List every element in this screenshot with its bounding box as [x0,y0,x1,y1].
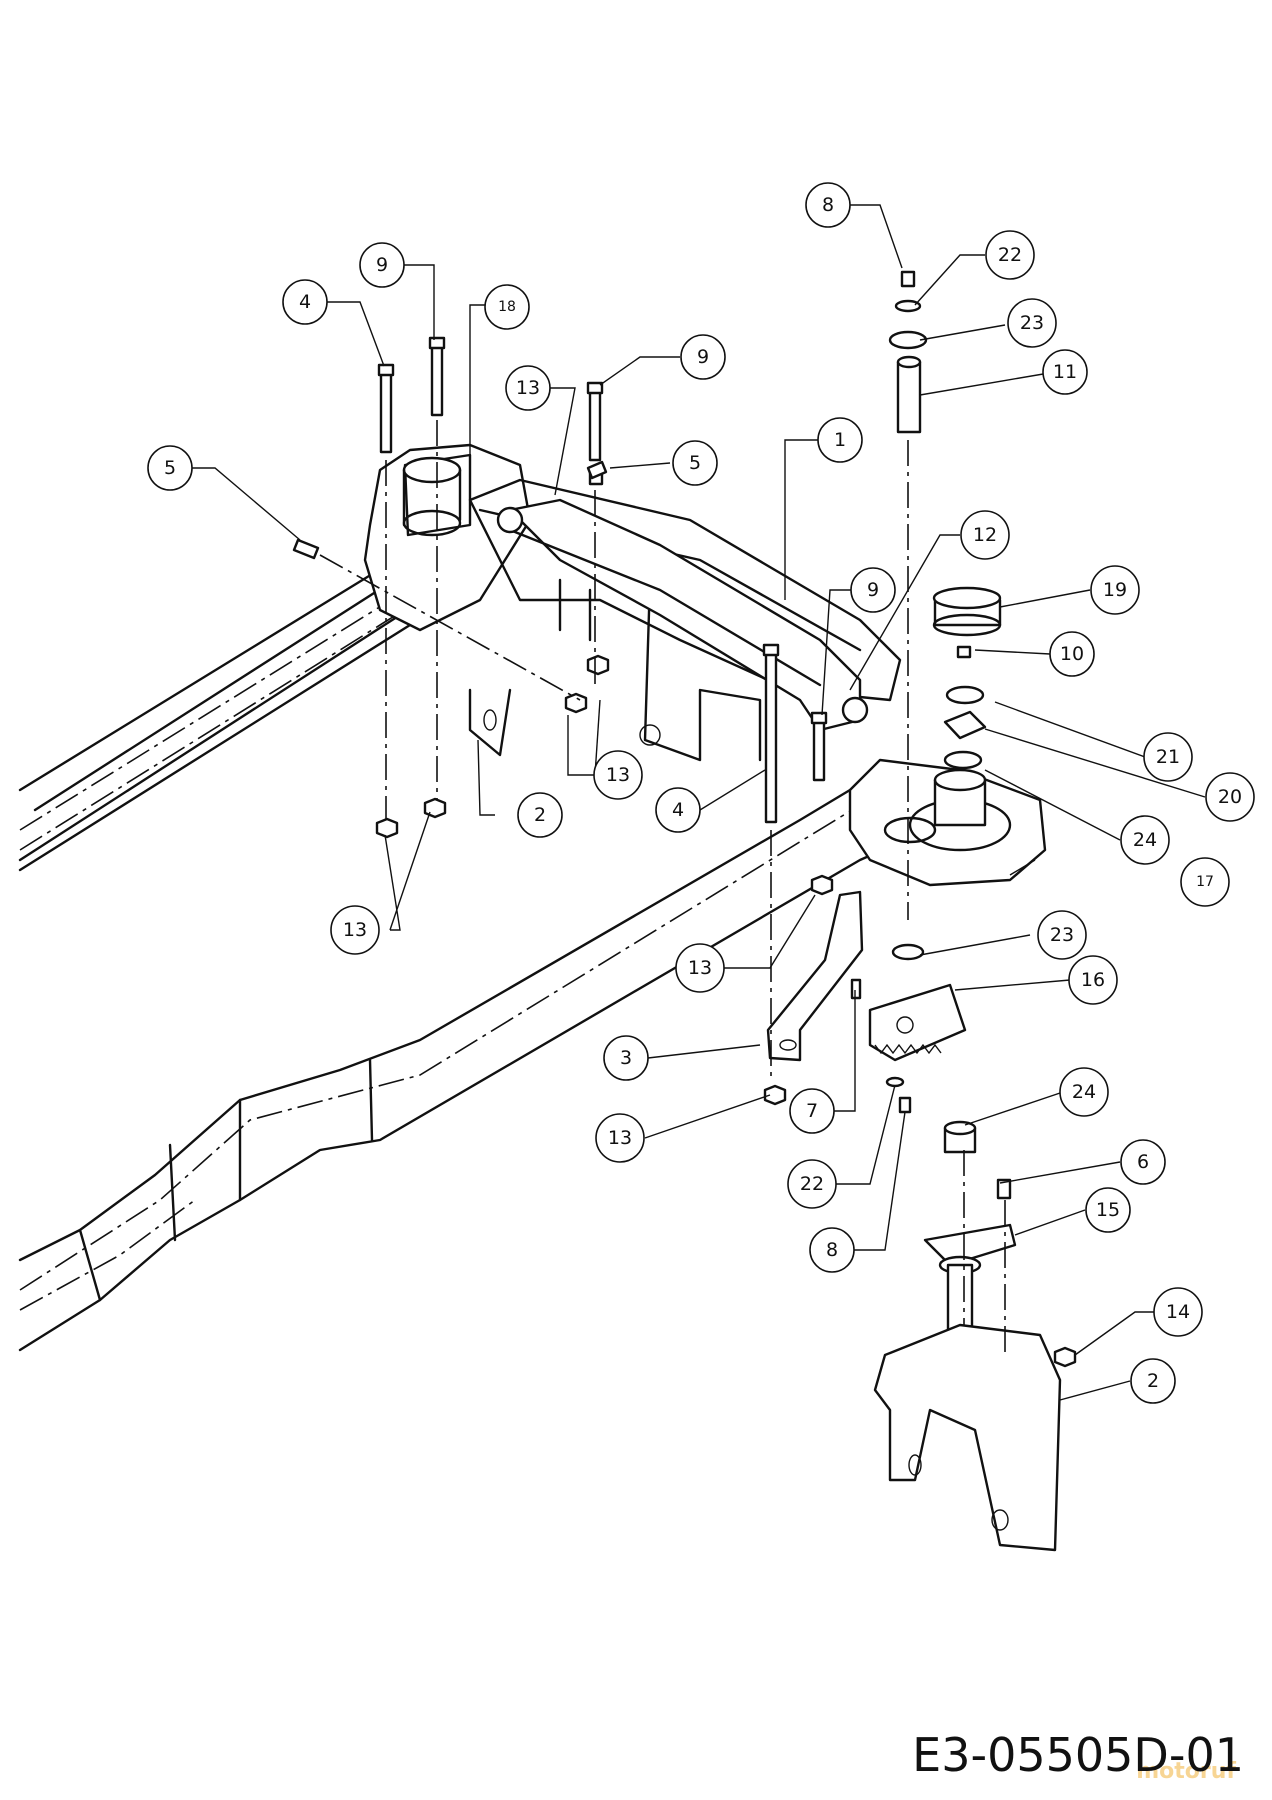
svg-text:4: 4 [672,799,684,821]
svg-text:13: 13 [516,377,540,399]
svg-text:17: 17 [1196,874,1214,890]
svg-text:3: 3 [620,1047,632,1069]
svg-text:2: 2 [1147,1370,1159,1392]
svg-text:16: 16 [1081,969,1105,991]
callout-bubble: 15 [1085,1187,1131,1233]
cross-beam [496,498,869,732]
svg-text:11: 11 [1053,361,1077,383]
callout-bubble: 6 [1120,1139,1166,1185]
svg-text:7: 7 [806,1100,818,1122]
svg-text:20: 20 [1218,786,1242,808]
callout-bubble: 24 [1059,1067,1109,1117]
svg-text:1: 1 [834,429,846,451]
svg-text:9: 9 [697,346,709,368]
callout-bubble: 3 [603,1035,649,1081]
callout-bubble: 13 [595,1113,645,1163]
svg-text:13: 13 [688,957,712,979]
svg-text:13: 13 [608,1127,632,1149]
svg-text:18: 18 [498,299,516,315]
callout-bubble: 9 [359,242,405,288]
callout-bubble: 22 [787,1159,837,1209]
svg-text:24: 24 [1133,829,1157,851]
callout-bubble: 13 [675,943,725,993]
callout-bubble: 2 [1130,1358,1176,1404]
callout-bubble: 7 [789,1088,835,1134]
callout-bubble: 14 [1153,1287,1203,1337]
callout-bubble: 5 [147,445,193,491]
svg-text:22: 22 [998,244,1022,266]
svg-text:13: 13 [606,764,630,786]
callout-bubble: 16 [1068,955,1118,1005]
callout-bubble: 1 [817,417,863,463]
lower-assembly [868,943,1062,1552]
svg-text:23: 23 [1020,312,1044,334]
callout-bubble: 10 [1049,631,1095,677]
callout-bubble: 18 [484,284,530,330]
svg-text:21: 21 [1156,746,1180,768]
callout-bubble: 21 [1143,732,1193,782]
upper-spindle-stack [888,270,928,920]
callout-bubble: 4 [655,787,701,833]
frame-rails [18,558,912,1352]
svg-text:22: 22 [800,1173,824,1195]
callout-bubble: 24 [1120,815,1170,865]
leader-lines [192,204,1206,1401]
callout-bubble: 9 [850,567,896,613]
svg-text:10: 10 [1060,643,1084,665]
svg-text:12: 12 [973,524,997,546]
callout-bubble: 4 [282,279,328,325]
drawing-code: E3-05505D-01 [912,1728,1244,1782]
callout-bubble: 23 [1007,298,1057,348]
small-bolts [292,460,608,560]
svg-text:19: 19 [1103,579,1127,601]
svg-text:4: 4 [299,291,311,313]
callout-bubble: 5 [672,440,718,486]
svg-text:6: 6 [1137,1151,1149,1173]
svg-text:8: 8 [826,1239,838,1261]
svg-text:15: 15 [1096,1199,1120,1221]
callout-bubble: 13 [593,750,643,800]
callout-bubble: 9 [680,334,726,380]
callout-bubble: 17 [1180,857,1230,907]
callout-bubble: 20 [1205,772,1255,822]
callout-bubble: 13 [505,365,551,411]
svg-text:9: 9 [376,254,388,276]
callout-bubble: 13 [330,905,380,955]
spindle-housing [848,758,1047,887]
callout-bubble: 19 [1090,565,1140,615]
callout-bubble: 2 [517,792,563,838]
svg-text:9: 9 [867,579,879,601]
svg-text:24: 24 [1072,1081,1096,1103]
svg-text:14: 14 [1166,1301,1190,1323]
svg-text:13: 13 [343,919,367,941]
svg-text:5: 5 [689,452,701,474]
svg-text:5: 5 [164,457,176,479]
callout-bubble: 8 [805,182,851,228]
callout-bubble: 12 [960,510,1010,560]
callout-bubble: 23 [1037,910,1087,960]
callout-bubble: 11 [1042,349,1088,395]
svg-text:2: 2 [534,804,546,826]
support-bracket [766,890,864,1062]
callout-bubble: 22 [985,230,1035,280]
svg-text:8: 8 [822,194,834,216]
watermark-logo: motoruf [1136,1759,1236,1784]
callouts: 8 22 23 11 9 4 18 9 13 1 5 5 12 9 19 10 … [147,182,1255,1404]
assembly-centerlines [319,420,965,1325]
callout-bubble: 8 [809,1227,855,1273]
bearing-stack [932,586,1002,770]
svg-text:23: 23 [1050,924,1074,946]
